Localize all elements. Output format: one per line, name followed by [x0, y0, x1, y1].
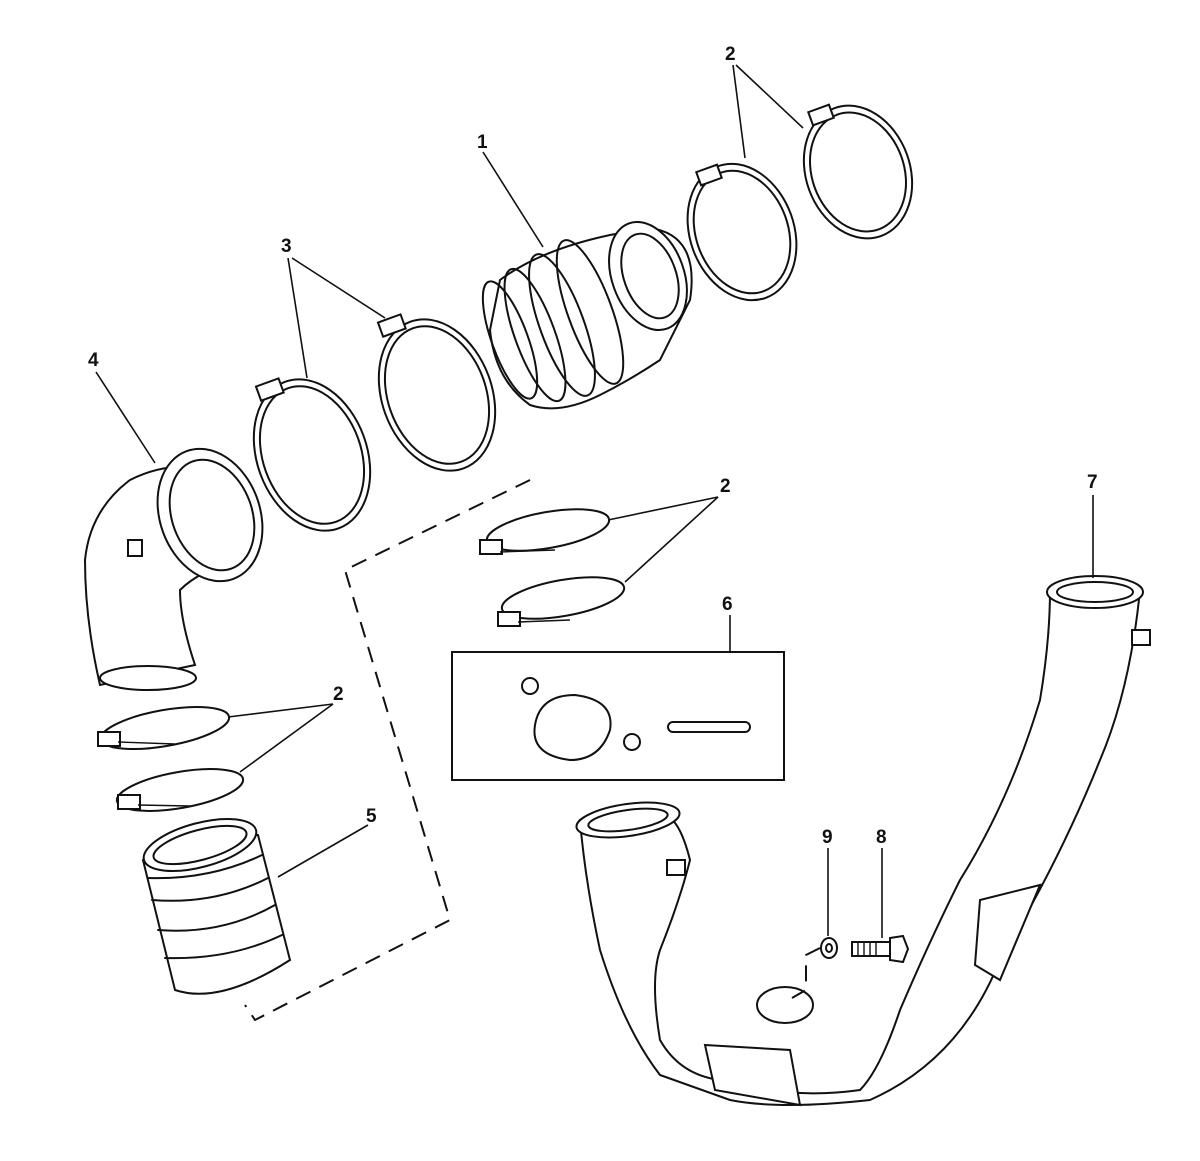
part-3-clamp-b [376, 313, 497, 472]
part-5-hose [141, 817, 292, 995]
callout-6: 6 [722, 594, 733, 615]
part-2-clamp-upper-b [802, 103, 914, 240]
part-7-y-pipe [575, 575, 1151, 1107]
part-9-washer [820, 937, 838, 959]
assembly-dashed-line [244, 479, 531, 1022]
part-1-bellows [481, 220, 693, 410]
callout-4: 4 [88, 350, 99, 371]
part-2-clamp-left-b [115, 768, 245, 812]
part-2-clamp-mid-a [479, 508, 611, 555]
part-4-elbow [83, 447, 264, 691]
callout-2-upper: 2 [725, 44, 736, 65]
callout-2-middle: 2 [720, 476, 731, 497]
part-3-clamp-a [252, 377, 372, 532]
callout-5: 5 [366, 806, 377, 827]
part-2-clamp-left-a [97, 705, 231, 751]
part-8-bolt [851, 934, 910, 964]
part-6-kit-box [451, 651, 785, 781]
callout-3: 3 [281, 236, 292, 257]
callout-9: 9 [822, 827, 833, 848]
callout-1: 1 [477, 132, 488, 153]
callout-7: 7 [1087, 472, 1098, 493]
part-2-clamp-mid-b [497, 576, 626, 627]
leader-lines [95, 64, 1094, 938]
part-2-clamp-upper-a [686, 162, 798, 302]
callout-2-left: 2 [333, 684, 344, 705]
bolt-dashed-line [791, 947, 821, 999]
callout-8: 8 [876, 827, 887, 848]
